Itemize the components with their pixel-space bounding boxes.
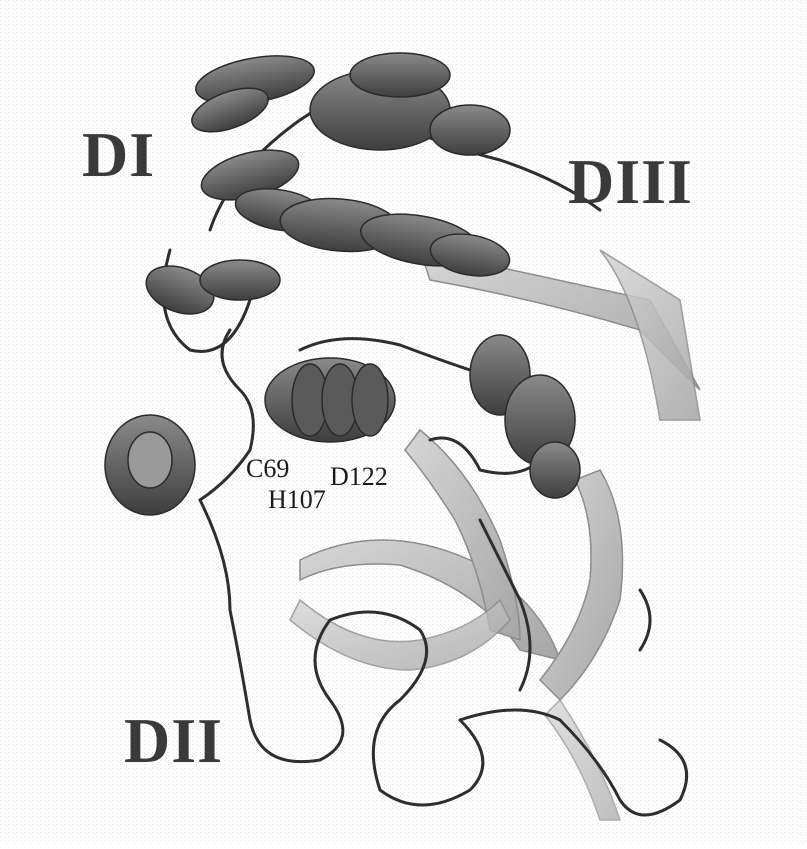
residue-label-c69: C69 — [246, 456, 289, 482]
residue-label-d122: D122 — [330, 464, 388, 490]
residue-label-h107: H107 — [268, 487, 326, 513]
domain-label-dii: DII — [124, 709, 223, 773]
domain-label-diii: DIII — [568, 150, 693, 214]
domain-label-di: DI — [82, 123, 155, 187]
